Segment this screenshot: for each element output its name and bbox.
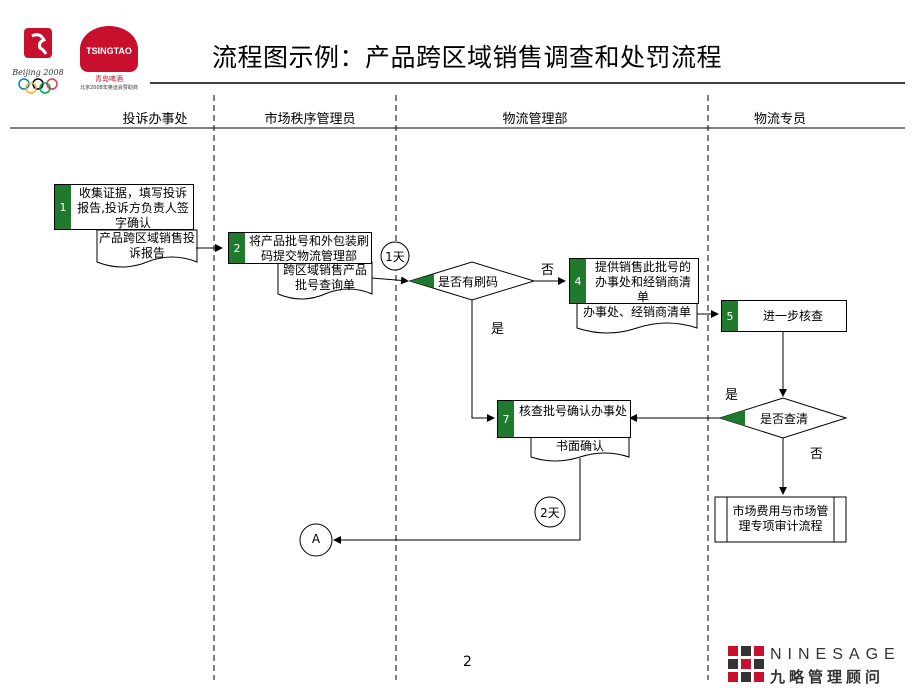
page-title: 流程图示例：产品跨区域销售调查和处罚流程 xyxy=(212,43,723,72)
decision-2-label: 是否查清 xyxy=(760,412,809,426)
footer-brand: NINESAGE xyxy=(770,646,901,663)
step-2-number: 2 xyxy=(229,233,245,263)
lane-header-complaint-office: 投诉办事处 xyxy=(122,112,188,127)
doc-dealer-list: 办事处、经销商清单 xyxy=(582,305,691,319)
tsingtao-name: TSINGTAO xyxy=(86,46,132,56)
arrow-2-to-q1 xyxy=(371,276,409,285)
olympic-emblem-icon xyxy=(24,28,52,58)
tsingtao-logo: TSINGTAO 青岛啤酒 北京2008年奥运会赞助商 xyxy=(66,26,152,92)
decision-1-label: 是否有刷码 xyxy=(438,275,499,289)
decision-marker-1 xyxy=(410,274,434,288)
label-no-2: 否 xyxy=(810,447,824,462)
step-1-text: 收集证据，填写投诉报告,投诉方负责人签字确认 xyxy=(77,186,189,230)
ninesage-logo-icon xyxy=(728,646,764,682)
timer-circle-2 xyxy=(534,496,566,528)
step-7-text: 核查批号确认办事处 xyxy=(518,404,627,418)
timer-1-label: 1天 xyxy=(385,250,405,264)
lane-header-logistics-specialist: 物流专员 xyxy=(753,112,806,127)
doc-batch-query: 跨区域销售产品批号查询单 xyxy=(282,263,367,292)
footer-brand-cn: 九略管理顾问 xyxy=(770,668,885,686)
olympic-rings-icon xyxy=(18,78,58,94)
step-4-text: 提供销售此批号的办事处和经销商清单 xyxy=(594,260,691,304)
step-5-text: 进一步核查 xyxy=(762,309,823,323)
tsingtao-badge xyxy=(80,26,138,72)
step-2-text: 将产品批号和外包装刷码提交物流管理部 xyxy=(249,234,370,263)
doc-shape-1 xyxy=(96,229,198,268)
doc-shape-7 xyxy=(530,436,630,462)
page-number: 2 xyxy=(463,654,472,670)
label-no-1: 否 xyxy=(541,263,555,278)
arrow-q1-yes xyxy=(471,300,495,422)
decision-shape-2 xyxy=(718,397,848,439)
step-4-box[interactable]: 4 提供销售此批号的办事处和经销商清单 xyxy=(569,258,699,304)
step-1-number: 1 xyxy=(55,185,71,229)
doc-shape-4 xyxy=(576,302,698,334)
terminal-text: 市场费用与市场管理专项审计流程 xyxy=(732,504,829,533)
connector-circle xyxy=(299,523,333,557)
step-2-box[interactable]: 2 将产品批号和外包装刷码提交物流管理部 xyxy=(228,232,372,264)
label-yes-2: 是 xyxy=(725,388,739,403)
doc-complaint-report: 产品跨区域销售投诉报告 xyxy=(98,231,195,260)
timer-2-label: 2天 xyxy=(540,506,560,520)
step-4-number: 4 xyxy=(570,259,586,303)
lane-header-logistics-dept: 物流管理部 xyxy=(502,112,568,127)
decision-marker-2 xyxy=(720,410,745,426)
step-1-box[interactable]: 1 收集证据，填写投诉报告,投诉方负责人签字确认 xyxy=(54,184,194,230)
connector-A-label[interactable]: A xyxy=(311,532,321,546)
label-yes-1: 是 xyxy=(491,322,505,337)
lane-header-market-admin: 市场秩序管理员 xyxy=(264,112,356,127)
tsingtao-cn: 青岛啤酒 xyxy=(95,75,123,83)
terminal-shape xyxy=(714,496,847,543)
timer-circle-1 xyxy=(380,241,410,271)
step-5-number: 5 xyxy=(722,301,738,331)
doc-written-confirm: 书面确认 xyxy=(555,439,604,453)
doc-shape-2 xyxy=(277,261,373,300)
step-5-box[interactable]: 5 进一步核查 xyxy=(721,300,847,332)
arrow-7-to-A xyxy=(333,458,581,544)
olympic-logo: Beijing 2008 xyxy=(12,26,64,94)
olympic-text: Beijing 2008 xyxy=(12,68,64,77)
step-7-box[interactable]: 7 核查批号确认办事处 xyxy=(497,400,631,438)
tsingtao-sub: 北京2008年奥运会赞助商 xyxy=(80,85,138,91)
step-7-number: 7 xyxy=(498,401,514,437)
